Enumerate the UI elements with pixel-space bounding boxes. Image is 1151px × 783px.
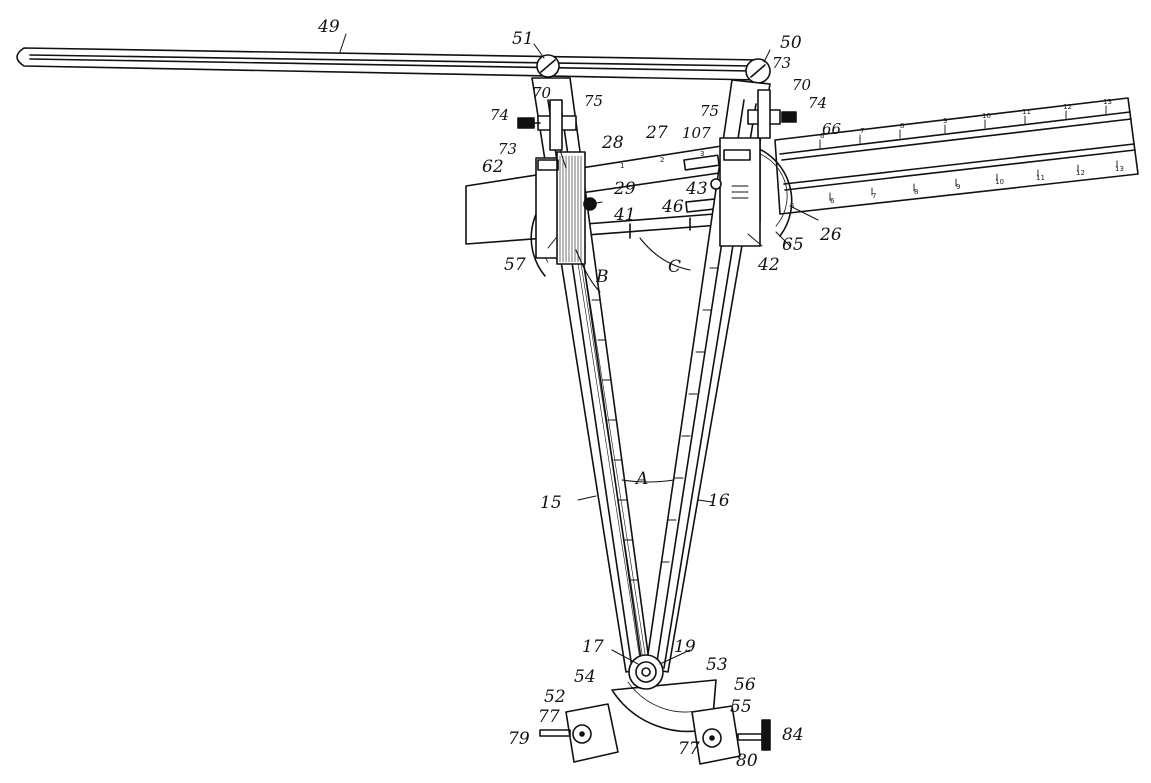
label-70-left: 70 — [532, 84, 552, 102]
label-73-top-right: 73 — [772, 54, 791, 72]
reference-labels: 49 51 50 73 70 74 75 73 62 28 27 107 29 … — [317, 17, 842, 771]
label-84: 84 — [782, 725, 804, 745]
label-53: 53 — [706, 655, 728, 675]
scale-mid-1: 1 — [620, 162, 624, 170]
label-C: C — [668, 257, 681, 277]
scale-right-lower-8: 12 — [1076, 169, 1085, 177]
label-70-right: 70 — [792, 76, 812, 94]
label-16: 16 — [708, 491, 730, 511]
label-79: 79 — [508, 729, 530, 749]
label-43: 43 — [685, 179, 708, 199]
label-52: 52 — [544, 687, 566, 707]
scale-right-upper-2: 7 — [860, 127, 864, 135]
scale-right-lower-3: 7 — [872, 192, 876, 200]
label-80: 80 — [736, 751, 758, 771]
scale-right-lower-1: 5 — [790, 202, 794, 210]
label-77-left: 77 — [538, 707, 560, 727]
label-28: 28 — [601, 133, 624, 153]
label-27: 27 — [645, 123, 668, 143]
right-thumb-screw — [747, 89, 797, 139]
label-26: 26 — [819, 225, 842, 245]
label-65: 65 — [782, 235, 804, 255]
label-A: A — [634, 469, 648, 489]
right-scale-26 — [774, 97, 1139, 215]
label-75-right: 75 — [700, 102, 719, 120]
scale-right-upper-5: 10 — [982, 112, 991, 120]
label-49: 49 — [317, 17, 340, 37]
scale-right-upper-6: 11 — [1022, 108, 1031, 116]
label-57: 57 — [504, 255, 526, 275]
scale-right-upper-7: 12 — [1063, 103, 1072, 111]
scale-right-lower-2: 6 — [830, 197, 835, 205]
label-41: 41 — [613, 205, 636, 225]
scale-mid-2: 2 — [660, 156, 664, 164]
scale-mid-3: 3 — [700, 150, 704, 158]
top-arm-49 — [16, 47, 771, 84]
leader-lines — [339, 33, 819, 665]
label-19: 19 — [674, 637, 696, 657]
label-73-left: 73 — [498, 140, 517, 158]
label-107: 107 — [682, 124, 711, 142]
scale-right-upper-1: 6 — [820, 132, 825, 140]
label-56: 56 — [734, 675, 756, 695]
label-29: 29 — [613, 179, 636, 199]
scale-right-lower-5: 9 — [956, 183, 960, 191]
label-55: 55 — [730, 697, 752, 717]
scale-right-upper-8: 13 — [1103, 98, 1112, 106]
label-51: 51 — [512, 29, 534, 49]
left-thumb-screw — [517, 99, 577, 151]
label-54: 54 — [574, 667, 596, 687]
label-66: 66 — [822, 120, 842, 138]
scale-right-lower-9: 13 — [1115, 165, 1124, 173]
bottom-feet — [565, 703, 741, 765]
label-B: B — [595, 267, 609, 287]
label-74-left: 74 — [490, 106, 509, 124]
right-clamp-head — [710, 137, 793, 247]
label-42: 42 — [757, 255, 780, 275]
label-46: 46 — [661, 197, 684, 217]
label-62: 62 — [482, 157, 504, 177]
scale-right-upper-4: 9 — [943, 117, 947, 125]
scale-numbers: 6 7 8 9 10 11 12 13 5 6 7 8 9 10 11 12 1… — [620, 98, 1124, 210]
label-77-right: 77 — [678, 739, 700, 759]
scale-right-lower-4: 8 — [914, 188, 918, 196]
label-17: 17 — [582, 637, 604, 657]
label-50: 50 — [780, 33, 802, 53]
label-74-right: 74 — [808, 94, 827, 112]
scale-right-upper-3: 8 — [900, 122, 904, 130]
label-15: 15 — [540, 493, 562, 513]
left-clamp-head — [530, 151, 597, 277]
bottom-rail-80 — [539, 719, 771, 751]
scale-right-lower-6: 10 — [995, 178, 1004, 186]
label-75-left: 75 — [584, 92, 603, 110]
scale-right-lower-7: 11 — [1036, 174, 1045, 182]
angle-markers — [575, 237, 691, 483]
